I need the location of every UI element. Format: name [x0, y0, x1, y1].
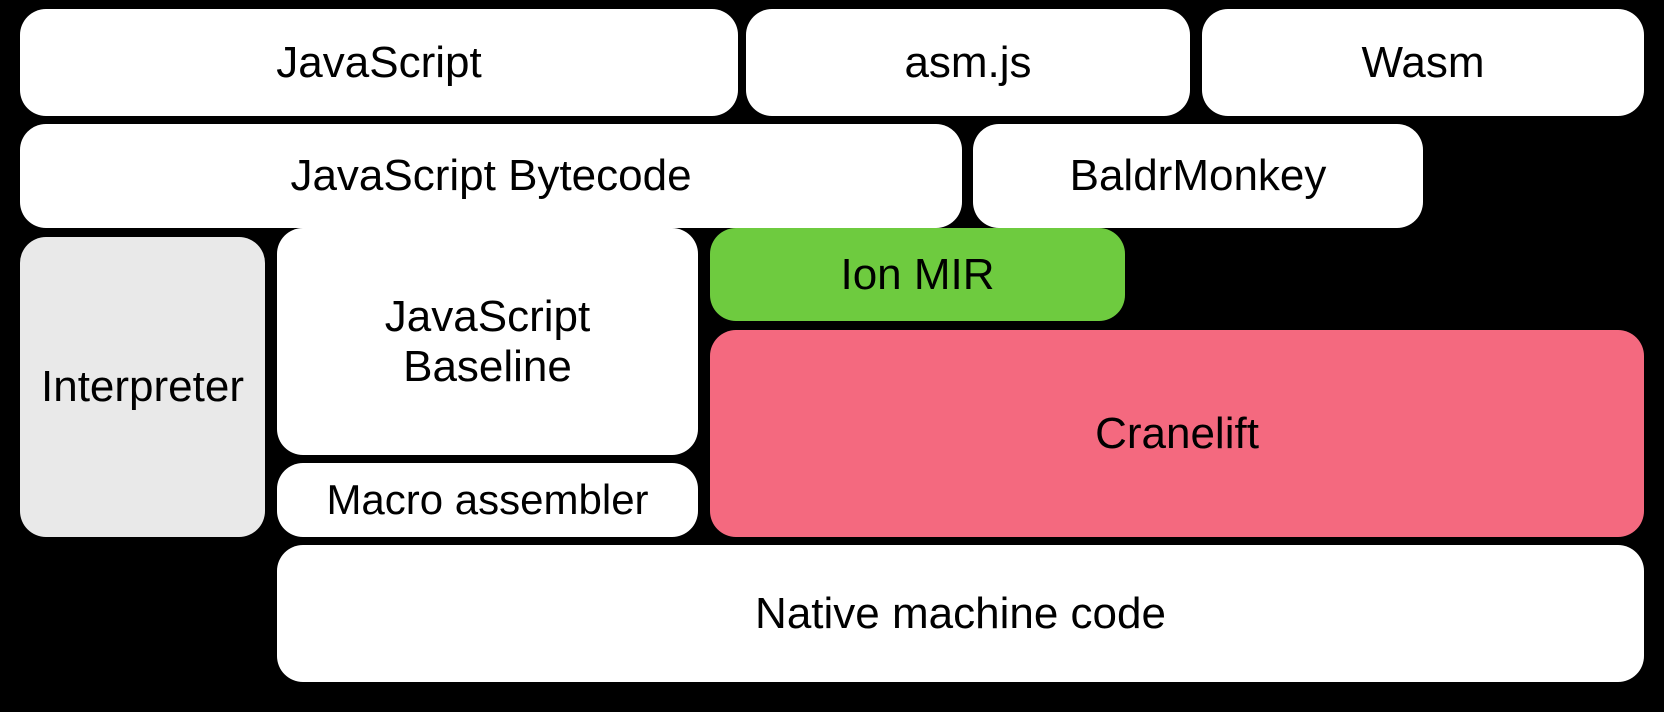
node-cranelift[interactable]: Cranelift	[710, 330, 1644, 537]
node-asm-js[interactable]: asm.js	[746, 9, 1190, 116]
node-native-machine-code[interactable]: Native machine code	[277, 545, 1644, 682]
node-javascript-baseline[interactable]: JavaScript Baseline	[277, 228, 698, 455]
node-ion-mir[interactable]: Ion MIR	[710, 228, 1125, 321]
node-javascript-bytecode[interactable]: JavaScript Bytecode	[20, 124, 962, 228]
node-wasm[interactable]: Wasm	[1202, 9, 1644, 116]
node-macro-assembler[interactable]: Macro assembler	[277, 463, 698, 537]
node-baldrmonkey[interactable]: BaldrMonkey	[973, 124, 1423, 228]
node-javascript[interactable]: JavaScript	[20, 9, 738, 116]
node-interpreter[interactable]: Interpreter	[20, 237, 265, 537]
